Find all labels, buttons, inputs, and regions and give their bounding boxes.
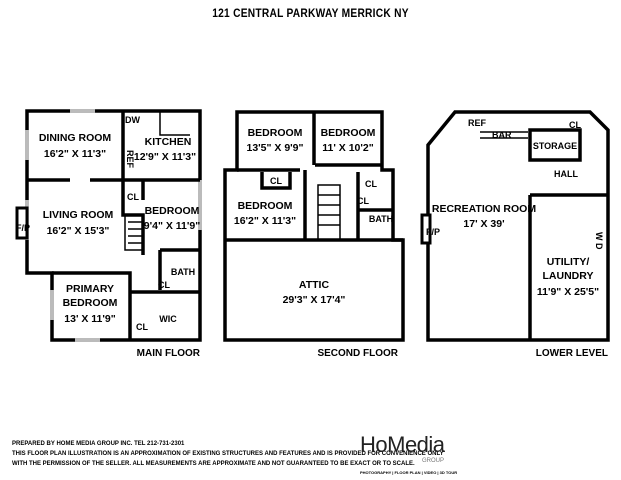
attic-dims: 29'3" X 17'4": [283, 294, 346, 306]
closet-label: CL: [270, 176, 282, 186]
living-room-dims: 16'2" X 15'3": [47, 225, 110, 237]
washer-dryer-label: W D: [594, 232, 604, 250]
utility-label: UTILITY/: [547, 256, 590, 268]
wic-label: WIC: [159, 314, 177, 324]
bedroom-1-label: BEDROOM: [248, 127, 303, 139]
second-floor-plan: BEDROOM 13'5" X 9'9" BEDROOM 11' X 10'2"…: [223, 110, 405, 359]
property-title: 121 CENTRAL PARKWAY MERRICK NY: [212, 6, 409, 20]
kitchen-dims: 12'9" X 11'3": [134, 151, 196, 163]
bedroom-label: BEDROOM: [145, 205, 200, 217]
floor-plans: DINING ROOM 16'2" X 11'3" KITCHEN 12'9" …: [15, 109, 610, 359]
lower-level-label: LOWER LEVEL: [536, 348, 608, 359]
bedroom-3-dims: 16'2" X 11'3": [234, 215, 296, 227]
dishwasher-label: DW: [125, 115, 140, 125]
logo-tagline: PHOTOGRAPHY | FLOOR PLAN | VIDEO | 3D TO…: [360, 470, 458, 475]
bedroom-dims: 9'4" X 11'9": [144, 220, 200, 232]
closet-label: CL: [365, 179, 377, 189]
closet-label: CL: [158, 280, 170, 290]
closet-label: CL: [127, 192, 139, 202]
homedia-logo: HoMedia GROUP PHOTOGRAPHY | FLOOR PLAN |…: [360, 432, 460, 475]
closet-label: CL: [136, 322, 148, 332]
recreation-room-label: RECREATION ROOM: [432, 203, 536, 215]
closet-label: CL: [569, 120, 581, 130]
refrigerator-label: REF: [125, 150, 135, 169]
bath-label: BATH: [369, 214, 393, 224]
kitchen-label: KITCHEN: [145, 136, 192, 148]
hall-label: HALL: [554, 169, 578, 179]
storage-label: STORAGE: [533, 141, 577, 151]
logo-group: GROUP: [422, 458, 445, 464]
dining-room-dims: 16'2" X 11'3": [44, 148, 106, 160]
bedroom-1-dims: 13'5" X 9'9": [247, 142, 304, 154]
living-room-label: LIVING ROOM: [43, 209, 114, 221]
second-floor-label: SECOND FLOOR: [317, 348, 398, 359]
bedroom-3-label: BEDROOM: [238, 200, 293, 212]
laundry-label: LAUNDRY: [543, 270, 594, 282]
primary-bedroom-dims: 13' X 11'9": [64, 313, 115, 325]
primary-bedroom-label-2: BEDROOM: [63, 297, 118, 309]
bedroom-2-label: BEDROOM: [321, 127, 376, 139]
attic-label: ATTIC: [299, 279, 330, 291]
bedroom-2-dims: 11' X 10'2": [322, 142, 373, 154]
refrigerator-label: REF: [468, 118, 487, 128]
main-floor-label: MAIN FLOOR: [137, 348, 201, 359]
fireplace-label: F/P: [426, 227, 440, 237]
utility-dims: 11'9" X 25'5": [537, 286, 599, 298]
prepared-by: PREPARED BY HOME MEDIA GROUP INC. TEL 21…: [12, 441, 185, 447]
logo-name: HoMedia: [360, 432, 445, 457]
disclaimer-line-1: THIS FLOOR PLAN ILLUSTRATION IS AN APPRO…: [12, 451, 444, 457]
primary-bedroom-label: PRIMARY: [66, 283, 114, 295]
closet-label: CL: [357, 196, 369, 206]
recreation-room-dims: 17' X 39': [463, 218, 504, 230]
bar-label: BAR: [492, 130, 512, 140]
fireplace-label: F/P: [16, 223, 30, 233]
lower-level-plan: REF BAR CL STORAGE HALL RECREATION ROOM …: [420, 110, 610, 359]
dining-room-label: DINING ROOM: [39, 132, 112, 144]
bath-label: BATH: [171, 267, 195, 277]
disclaimer-line-2: WITH THE PERMISSION OF THE SELLER. ALL M…: [12, 461, 415, 467]
main-floor-plan: DINING ROOM 16'2" X 11'3" KITCHEN 12'9" …: [15, 109, 202, 359]
